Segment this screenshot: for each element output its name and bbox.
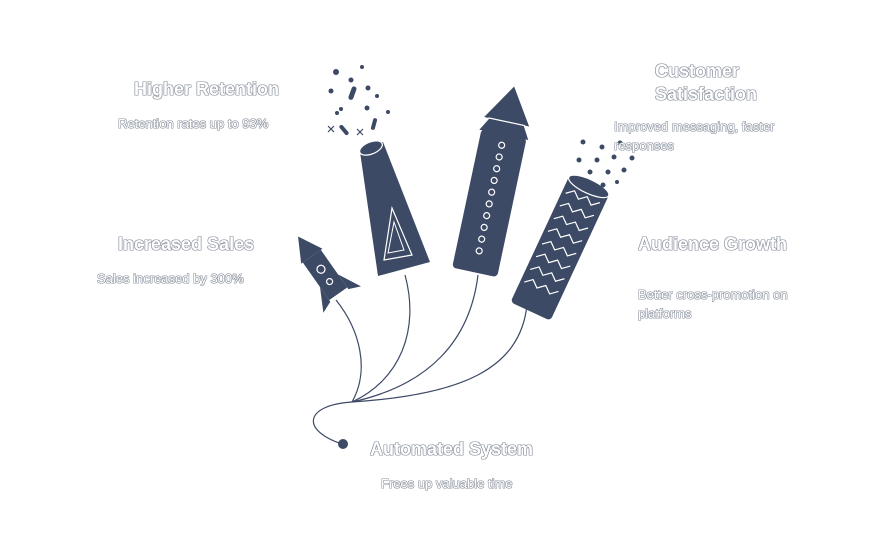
fuse-lines — [312, 274, 528, 445]
customer-satisfaction-title: Customer Satisfaction — [655, 61, 758, 104]
audience-growth-label: Audience Growth — [638, 233, 787, 256]
customer-satisfaction-label: Customer Satisfaction — [655, 42, 757, 124]
customer-satisfaction-desc-wrap: Improved messaging, faster responses — [614, 99, 774, 173]
increased-sales-desc: Sales increased by 300% — [97, 271, 244, 286]
automated-system-title: Automated System — [370, 439, 534, 459]
cone-firework — [359, 140, 430, 276]
tall-rocket — [452, 86, 531, 277]
fuse-base-curl — [312, 401, 353, 445]
audience-growth-desc: Better cross-promotion on platforms — [638, 287, 788, 321]
fuse-to-tube — [351, 304, 528, 403]
audience-growth-desc-wrap: Better cross-promotion on platforms — [638, 267, 788, 341]
small-rocket — [298, 236, 362, 313]
fuse-to-tall-rocket — [351, 274, 479, 403]
higher-retention-desc-wrap: Retention rates up to 93% — [118, 114, 268, 133]
fuse-origin-dot — [338, 439, 348, 449]
higher-retention-desc: Retention rates up to 93% — [118, 116, 269, 131]
tube-firework — [511, 174, 610, 320]
higher-retention-title: Higher Retention — [134, 79, 280, 99]
increased-sales-desc-wrap: Sales increased by 300% — [97, 269, 244, 288]
increased-sales-label: Increased Sales — [118, 233, 254, 256]
fuse-to-cone — [351, 274, 411, 403]
automated-system-desc: Frees up valuable time — [381, 476, 513, 491]
audience-growth-title: Audience Growth — [638, 234, 788, 254]
customer-satisfaction-desc: Improved messaging, faster responses — [614, 119, 775, 153]
automated-system-label: Automated System — [370, 438, 533, 461]
higher-retention-label: Higher Retention — [134, 78, 279, 101]
tube-sparks — [576, 139, 635, 188]
automated-system-desc-wrap: Frees up valuable time — [381, 474, 513, 493]
increased-sales-title: Increased Sales — [118, 234, 255, 254]
cone-sparks — [327, 65, 390, 136]
fuse-to-small-rocket — [335, 299, 362, 403]
